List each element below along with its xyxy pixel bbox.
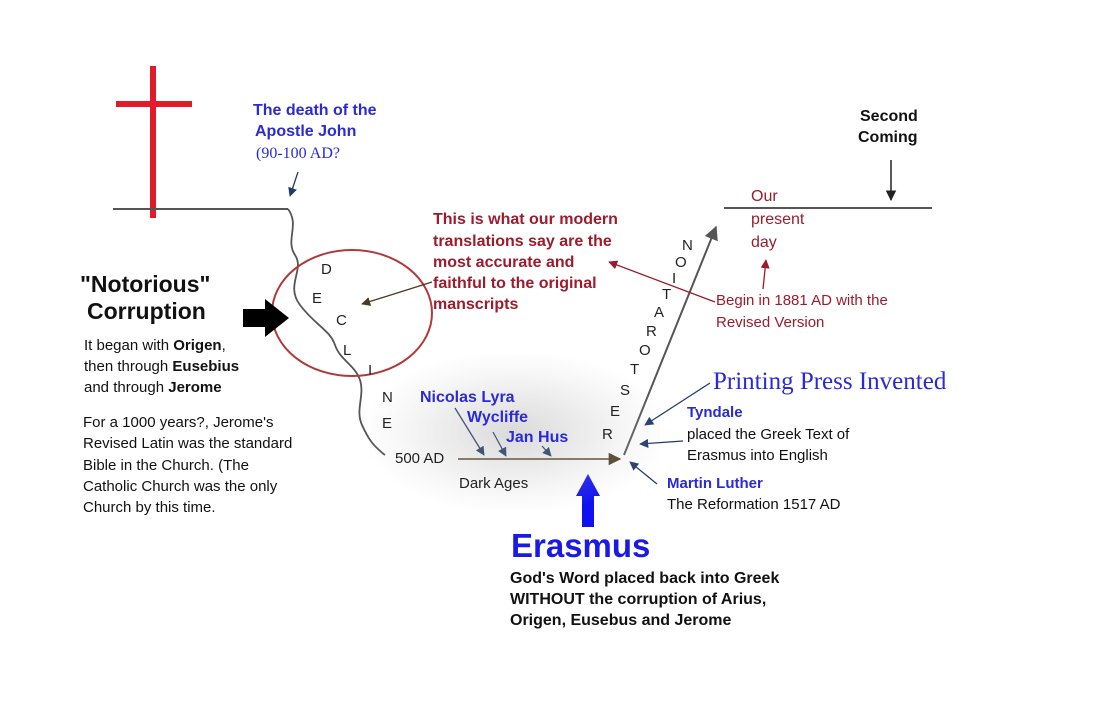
john-arrow: [288, 171, 299, 197]
tyndale-name: Tyndale: [687, 404, 743, 421]
translations-arrow: [361, 281, 433, 306]
restoration-letter: A: [654, 304, 665, 321]
decline-letter: D: [321, 261, 332, 278]
luther-name: Martin Luther: [667, 475, 763, 492]
ad-500-label: 500 AD: [395, 450, 445, 467]
nicolas-lyra-label: Nicolas Lyra: [420, 389, 515, 406]
restoration-letter: I: [672, 270, 677, 287]
restoration-letter: S: [620, 382, 631, 399]
hus-arrow: [541, 445, 552, 457]
tyndale-desc-line2: Erasmus into English: [687, 447, 828, 464]
corruption-arrow-icon: [243, 299, 289, 337]
origen-line3: and through Jerome: [84, 379, 222, 396]
present-day-line1: Our: [751, 188, 778, 205]
jan-hus-label: Jan Hus: [506, 429, 569, 446]
notorious-heading: "Notorious": [80, 271, 211, 297]
corruption-heading: Corruption: [87, 298, 206, 324]
death-of-john-line2: Apostle John: [255, 123, 357, 140]
present-day-line2: present: [751, 211, 805, 228]
begin-1881-line1: Begin in 1881 AD with the: [716, 292, 888, 309]
origen-line1: It began with Origen,: [84, 337, 226, 354]
decline-letter: I: [368, 362, 373, 379]
second-coming-line2: Coming: [858, 129, 918, 146]
translations-line2: translations say are the: [433, 233, 612, 250]
decline-letter: E: [382, 415, 393, 432]
dark-ages-shading: [370, 355, 660, 510]
translations-line4: faithful to the original: [433, 275, 597, 292]
luther-arrow: [629, 461, 658, 485]
second-coming-line1: Second: [860, 108, 918, 125]
tyndale-desc-line1: placed the Greek Text of: [687, 426, 850, 443]
translations-line1: This is what our modern: [433, 211, 618, 228]
latin-line4: Catholic Church was the only: [83, 478, 278, 495]
restoration-letter: R: [602, 426, 613, 443]
printing-press-arrow: [644, 382, 711, 426]
translations-line5: manscripts: [433, 296, 519, 313]
decline-path: [287, 208, 386, 456]
begin-1881-line2: Revised Version: [716, 314, 825, 331]
restoration-letter: T: [662, 286, 672, 303]
dark-ages-label: Dark Ages: [459, 475, 529, 492]
restoration-letter: O: [639, 342, 651, 359]
restoration-arrow: [623, 225, 718, 456]
death-of-john-line1: The death of the: [253, 102, 377, 119]
present-day-line3: day: [751, 234, 777, 251]
erasmus-arrow-icon: [576, 474, 600, 527]
cross-icon: [116, 66, 192, 218]
tyndale-arrow: [639, 438, 684, 448]
latin-line1: For a 1000 years?, Jerome's: [83, 414, 274, 431]
origen-line2: then through Eusebius: [84, 358, 240, 375]
luther-desc: The Reformation 1517 AD: [667, 496, 841, 513]
printing-press-label: Printing Press Invented: [713, 368, 947, 395]
restoration-letter: N: [682, 237, 693, 254]
latin-line5: Church by this time.: [83, 499, 216, 516]
decline-letter: N: [382, 389, 393, 406]
erasmus-desc-line3: Origen, Eusebus and Jerome: [510, 612, 732, 629]
latin-line3: Bible in the Church. (The: [83, 457, 249, 474]
begin-1881-arrow-up: [760, 259, 770, 290]
erasmus-desc-line1: God's Word placed back into Greek: [510, 570, 780, 587]
decline-letter: C: [336, 312, 347, 329]
wycliffe-label: Wycliffe: [467, 409, 529, 426]
translations-line3: most accurate and: [433, 254, 575, 271]
restoration-letter: T: [630, 361, 640, 378]
wycliffe-arrow: [492, 431, 507, 457]
restoration-letter: E: [610, 403, 621, 420]
lyra-arrow: [454, 407, 485, 456]
erasmus-name: Erasmus: [511, 527, 651, 564]
erasmus-desc-line2: WITHOUT the corruption of Arius,: [510, 591, 767, 608]
decline-letter: L: [343, 342, 352, 359]
restoration-letter: R: [646, 323, 657, 340]
latin-line2: Revised Latin was the standard: [83, 435, 293, 452]
begin-1881-arrow-left: [608, 260, 716, 303]
death-of-john-line3: (90-100 AD?: [256, 145, 340, 162]
decline-letter: E: [312, 290, 323, 307]
restoration-letter: O: [675, 254, 687, 271]
